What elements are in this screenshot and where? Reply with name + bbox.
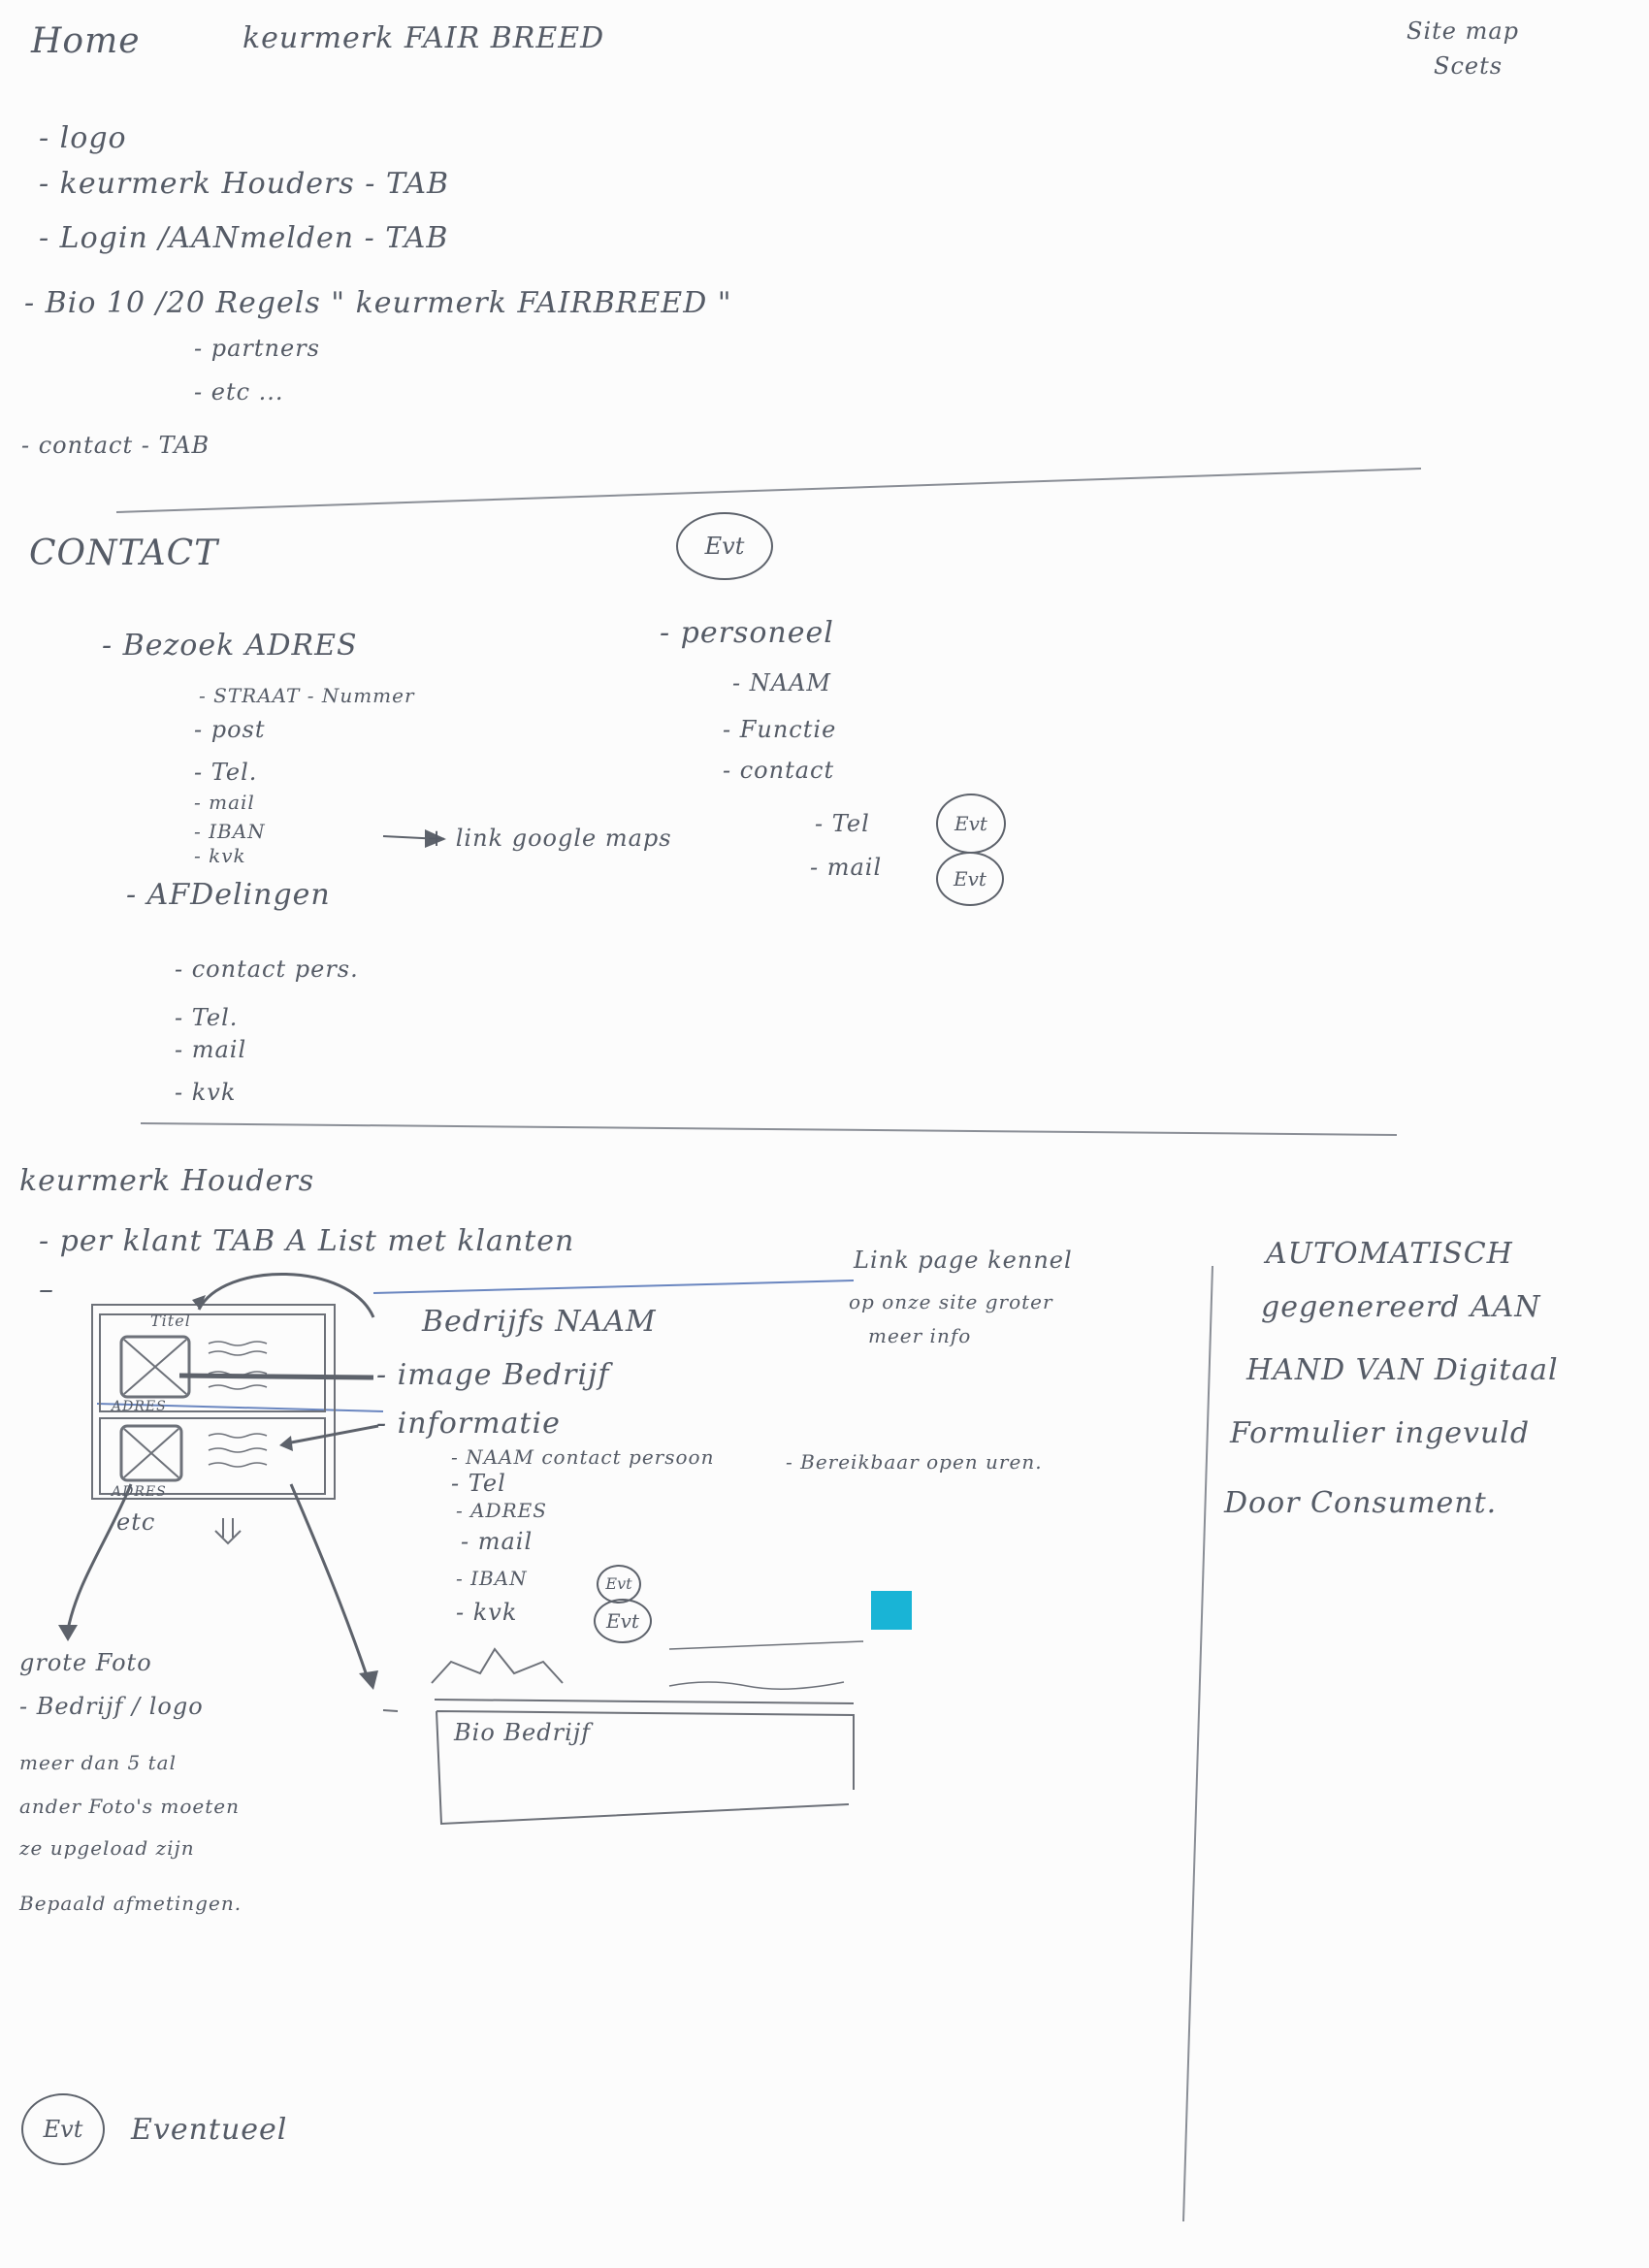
wire-etc: etc	[116, 1508, 156, 1536]
info-tel: - Tel	[451, 1470, 506, 1497]
bio-arrow	[289, 1483, 371, 1682]
bezoek-mail: - mail	[194, 791, 255, 814]
personeel-naam: - NAAM	[732, 669, 831, 697]
afd-contact-pers: - contact pers.	[175, 956, 359, 983]
afd-mail: - mail	[175, 1036, 247, 1063]
foto-note-1: grote Foto	[19, 1649, 152, 1676]
evt-badge-iban: Evt	[597, 1565, 641, 1604]
foto-note-5: ze upgeload zijn	[19, 1836, 195, 1860]
per-klant-dash: –	[39, 1273, 54, 1307]
home-item-etc: - etc ...	[194, 378, 284, 405]
wireframe-card-1	[99, 1313, 326, 1412]
link-page-2: op onze site groter	[849, 1290, 1053, 1313]
image-link-arrow	[178, 1373, 374, 1380]
wire-titel: Titel	[150, 1312, 191, 1330]
scroll-down-glyph	[214, 1518, 242, 1545]
evt-badge-tel: Evt	[936, 794, 1006, 854]
info-naam-contact: - NAAM contact persoon	[451, 1445, 715, 1469]
houders-title: keurmerk Houders	[19, 1164, 315, 1198]
evt-badge-kvk: Evt	[594, 1599, 652, 1643]
personeel-mail: - mail	[810, 854, 883, 881]
evt-badge-mail: Evt	[936, 852, 1004, 906]
title-link-arrow	[197, 1273, 375, 1318]
sitemap-scets: Scets	[1434, 52, 1504, 80]
bezoek-kvk: - kvk	[194, 844, 246, 867]
crown-shape	[431, 1647, 564, 1684]
wireframe-outer	[91, 1304, 336, 1500]
bezoek-adres: - Bezoek ADRES	[102, 629, 358, 663]
blue-underline	[372, 1280, 855, 1294]
bezoek-tel: - Tel.	[194, 759, 258, 786]
evt-badge-legend: Evt	[21, 2093, 105, 2165]
bereikbaar-open-uren: - Bereikbaar open uren.	[786, 1450, 1043, 1474]
personeel-tel: - Tel	[815, 810, 870, 837]
evt-badge-large: Evt	[676, 512, 773, 580]
auto-note-2: gegenereerd AAN	[1261, 1290, 1541, 1324]
link-page-3: meer info	[868, 1324, 972, 1347]
home-item-bio: - Bio 10 /20 Regels " keurmerk FAIRBREED…	[24, 286, 732, 320]
info-kvk: - kvk	[456, 1599, 518, 1626]
home-item-login: - Login /AANmelden - TAB	[39, 221, 449, 255]
divider-1	[115, 468, 1422, 513]
afdelingen: - AFDelingen	[126, 878, 331, 912]
personeel: - personeel	[660, 616, 834, 650]
foto-note-3: meer dan 5 tal	[19, 1751, 177, 1774]
link-page-1: Link page kennel	[854, 1247, 1073, 1274]
foto-note-2: - Bedrijf / logo	[19, 1693, 204, 1720]
legend-eventueel: Eventueel	[131, 2113, 288, 2147]
personeel-contact: - contact	[723, 757, 835, 784]
wire-adres-2: ADRES	[112, 1484, 167, 1500]
maps-arrow-head	[425, 829, 446, 848]
info-mail: - mail	[461, 1528, 534, 1555]
auto-note-4: Formulier ingevuld	[1230, 1416, 1531, 1450]
link-google-maps: + link google maps	[427, 825, 672, 852]
personeel-functie: - Functie	[723, 716, 837, 743]
bezoek-iban: - IBAN	[194, 820, 266, 843]
home-title: Home	[31, 21, 141, 61]
home-item-logo: - logo	[39, 121, 127, 155]
foto-note-4: ander Foto's moeten	[19, 1795, 240, 1818]
wireframe-card-1-img	[119, 1335, 191, 1399]
per-klant: - per klant TAB A List met klanten	[39, 1224, 575, 1258]
info-iban: - IBAN	[456, 1567, 528, 1590]
vertical-divider	[1182, 1265, 1213, 2222]
home-item-contact: - contact - TAB	[21, 432, 210, 459]
home-item-houders: - keurmerk Houders - TAB	[39, 167, 450, 201]
wireframe-card-2	[99, 1417, 326, 1495]
auto-note-5: Door Consument.	[1224, 1486, 1498, 1520]
bio-box	[436, 1710, 855, 1826]
label-informatie: - informatie	[376, 1407, 561, 1441]
wireframe-card-2-img	[119, 1424, 183, 1482]
foto-arrow	[66, 1483, 133, 1631]
info-adres: - ADRES	[456, 1499, 547, 1522]
sitemap-label: Site map	[1406, 17, 1520, 45]
home-subtitle: keurmerk FAIR BREED	[242, 21, 605, 55]
foto-note-6: Bepaald afmetingen.	[19, 1892, 242, 1915]
auto-note-3: HAND VAN Digitaal	[1246, 1353, 1559, 1387]
bezoek-straat: - STRAAT - Nummer	[199, 684, 415, 707]
afd-kvk: - kvk	[175, 1079, 237, 1106]
label-bedrijfs-naam: Bedrijfs NAAM	[422, 1305, 657, 1339]
contact-title: CONTACT	[29, 534, 219, 573]
cyan-marker	[871, 1591, 912, 1630]
afd-tel: - Tel.	[175, 1004, 239, 1031]
wire-adres-1: ADRES	[112, 1399, 167, 1414]
home-item-partners: - partners	[194, 335, 320, 362]
bio-bedrijf: Bio Bedrijf	[454, 1719, 592, 1746]
auto-note-1: AUTOMATISCH	[1266, 1237, 1513, 1271]
bezoek-post: - post	[194, 716, 266, 743]
label-image-bedrijf: - image Bedrijf	[376, 1358, 610, 1392]
divider-2	[140, 1122, 1398, 1136]
info-link-arrow	[285, 1424, 379, 1445]
